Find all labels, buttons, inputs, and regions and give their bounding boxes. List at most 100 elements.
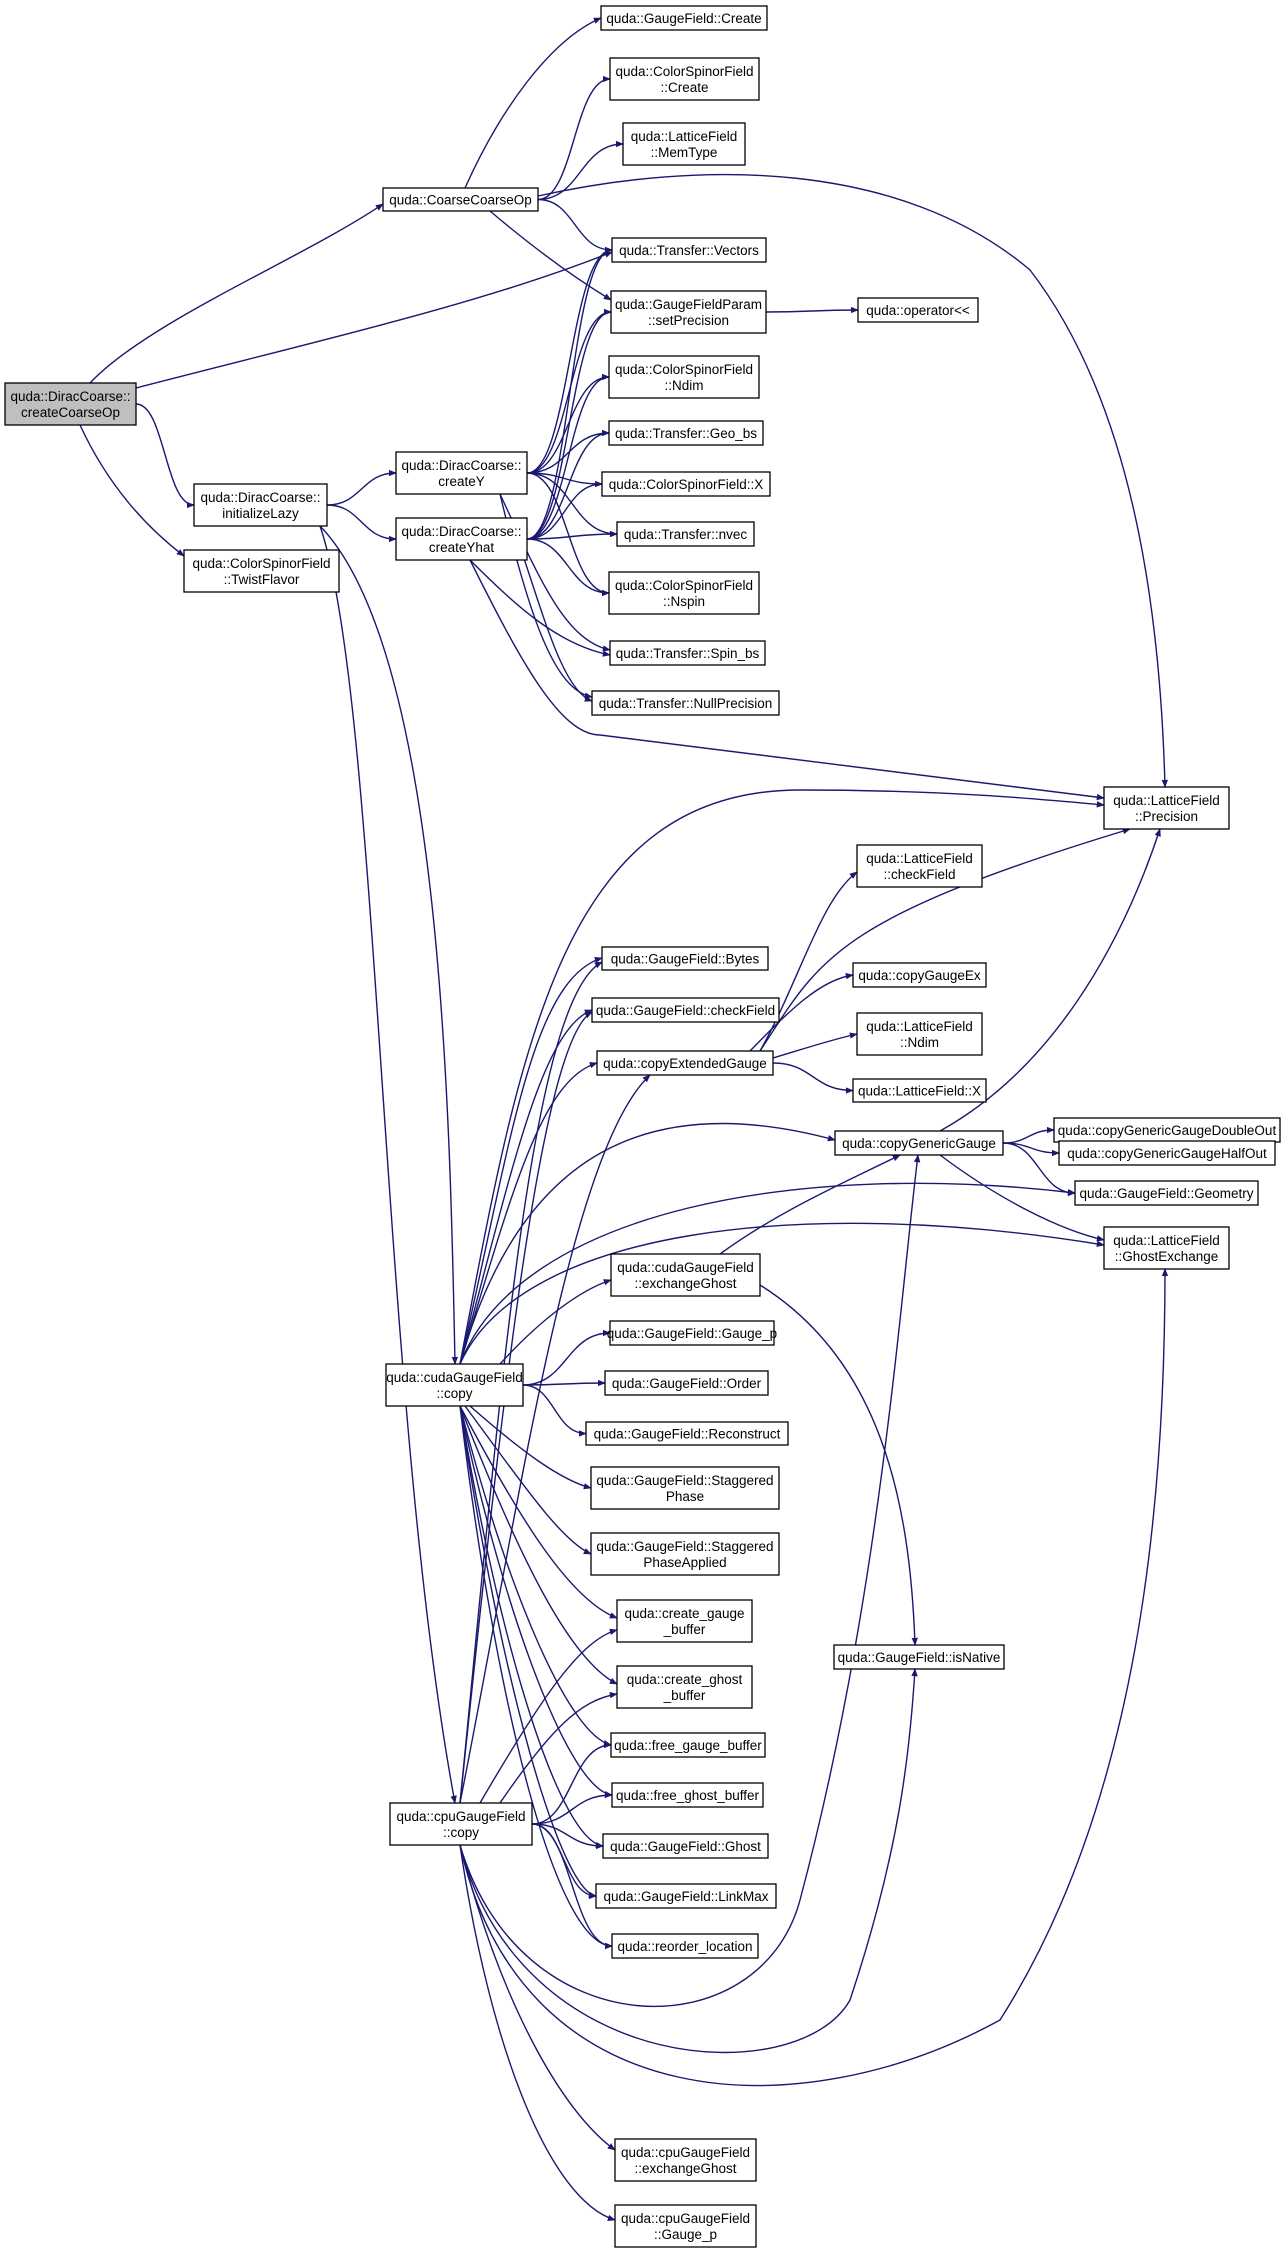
node-cpu-exchange-ghost[interactable]: quda::cpuGaugeField::exchangeGhost <box>614 2138 757 2182</box>
edge-create-yhat-to-spin-bs <box>469 559 611 657</box>
node-set-precision[interactable]: quda::GaugeFieldParam::setPrecision <box>610 290 767 334</box>
node-gf-create[interactable]: quda::GaugeField::Create <box>600 5 768 31</box>
node-label: Phase <box>666 1489 704 1504</box>
edge-create-yhat-to-set-precision <box>526 308 612 540</box>
node-free-gauge-buffer[interactable]: quda::free_gauge_buffer <box>610 1732 766 1758</box>
node-gf-link-max[interactable]: quda::GaugeField::LinkMax <box>595 1883 777 1909</box>
node-gf-check-field[interactable]: quda::GaugeField::checkField <box>591 997 780 1023</box>
edge-create-y-to-csf-x <box>526 472 603 488</box>
node-lf-ghost-exchange[interactable]: quda::LatticeField::GhostExchange <box>1103 1226 1230 1270</box>
node-label: quda::GaugeField::Staggered <box>596 1539 773 1554</box>
node-gf-gauge-p[interactable]: quda::GaugeField::Gauge_p <box>607 1320 777 1346</box>
node-csf-create[interactable]: quda::ColorSpinorField::Create <box>609 57 760 101</box>
node-copy-extended-gauge[interactable]: quda::copyExtendedGauge <box>596 1050 774 1076</box>
node-root[interactable]: quda::DiracCoarse::createCoarseOp <box>4 382 137 426</box>
node-gf-ghost[interactable]: quda::GaugeField::Ghost <box>602 1833 769 1859</box>
node-copy-generic-gauge[interactable]: quda::copyGenericGauge <box>834 1130 1004 1156</box>
node-create-yhat[interactable]: quda::DiracCoarse::createYhat <box>395 517 528 561</box>
edge-cuda-copy-to-free-ghost-buffer <box>459 1405 613 1798</box>
node-lf-check-field[interactable]: quda::LatticeField::checkField <box>856 844 983 888</box>
node-csf-x[interactable]: quda::ColorSpinorField::X <box>601 471 771 497</box>
node-vectors[interactable]: quda::Transfer::Vectors <box>611 237 767 263</box>
edge-create-yhat-to-csf-x <box>526 480 603 540</box>
node-cpu-copy[interactable]: quda::cpuGaugeField::copy <box>389 1802 533 1846</box>
edge-cpu-copy-to-gf-check-field <box>459 1011 593 1804</box>
node-box <box>590 1532 780 1576</box>
node-box <box>609 57 760 101</box>
node-gf-order[interactable]: quda::GaugeField::Order <box>604 1370 769 1396</box>
edge-cpu-copy-to-copy-generic-gauge <box>459 1154 921 2007</box>
edge-cuda-copy-to-gf-staggered-phase <box>469 1405 592 1490</box>
node-lf-ndim[interactable]: quda::LatticeField::Ndim <box>856 1012 983 1056</box>
edge-cuda-copy-to-create-ghost-buffer <box>459 1405 618 1685</box>
node-box <box>616 1599 753 1643</box>
node-box <box>609 640 766 666</box>
node-box <box>608 355 760 399</box>
edge-cuda-copy-to-create-gauge-buffer <box>459 1405 618 1619</box>
node-create-y[interactable]: quda::DiracCoarse::createY <box>395 451 528 495</box>
node-label: ::setPrecision <box>648 313 729 328</box>
node-box <box>856 844 983 888</box>
edge-cuda-exchange-ghost-to-copy-generic-gauge <box>719 1154 901 1255</box>
node-gf-geometry[interactable]: quda::GaugeField::Geometry <box>1074 1180 1259 1206</box>
node-copy-ggdouble-out[interactable]: quda::copyGenericGaugeDoubleOut <box>1053 1117 1281 1143</box>
node-box <box>385 1363 524 1407</box>
node-label: quda::GaugeField::Reconstruct <box>594 1427 781 1442</box>
edge-cuda-copy-to-gf-check-field <box>459 1009 593 1365</box>
node-copy-gghalf-out[interactable]: quda::copyGenericGaugeHalfOut <box>1058 1140 1276 1166</box>
edge-initialize-lazy-to-create-y <box>326 469 397 506</box>
node-label: quda::cpuGaugeField <box>621 2145 750 2160</box>
node-lf-precision[interactable]: quda::LatticeField::Precision <box>1103 786 1230 830</box>
node-nvec[interactable]: quda::Transfer::nvec <box>616 521 755 547</box>
edge-copy-extended-gauge-to-lf-ndim <box>772 1032 858 1059</box>
node-geo-bs[interactable]: quda::Transfer::Geo_bs <box>608 420 764 446</box>
edge-root-to-coarse-coarse-op <box>89 203 384 384</box>
node-label: ::TwistFlavor <box>224 572 300 587</box>
node-csf-ndim[interactable]: quda::ColorSpinorField::Ndim <box>608 355 760 399</box>
edge-coarse-coarse-op-to-lf-precision <box>537 173 1169 788</box>
node-create-gauge-buffer[interactable]: quda::create_gauge_buffer <box>616 1599 753 1643</box>
node-box <box>183 549 340 593</box>
node-cuda-exchange-ghost[interactable]: quda::cudaGaugeField::exchangeGhost <box>610 1253 761 1297</box>
node-cpu-gauge-p[interactable]: quda::cpuGaugeField::Gauge_p <box>614 2204 757 2248</box>
node-free-ghost-buffer[interactable]: quda::free_ghost_buffer <box>611 1782 764 1808</box>
node-box <box>852 962 987 988</box>
node-reorder-location[interactable]: quda::reorder_location <box>611 1933 759 1959</box>
node-box <box>601 946 769 971</box>
node-twist-flavor[interactable]: quda::ColorSpinorField::TwistFlavor <box>183 549 340 593</box>
node-initialize-lazy[interactable]: quda::DiracCoarse::initializeLazy <box>193 483 328 527</box>
edge-cuda-copy-to-gf-reconstruct <box>522 1384 587 1437</box>
node-spin-bs[interactable]: quda::Transfer::Spin_bs <box>609 640 766 666</box>
edge-cuda-copy-to-reorder-location <box>459 1405 613 1950</box>
node-csf-nspin[interactable]: quda::ColorSpinorField::Nspin <box>608 571 760 615</box>
node-create-ghost-buffer[interactable]: quda::create_ghost_buffer <box>616 1665 753 1709</box>
node-gf-bytes[interactable]: quda::GaugeField::Bytes <box>601 946 769 971</box>
edge-cpu-copy-to-lf-ghost-exchange <box>459 1268 1169 2087</box>
node-label: quda::copyGenericGauge <box>842 1136 996 1151</box>
edge-cpu-copy-to-gf-ghost <box>531 1823 604 1850</box>
node-label: quda::copyGenericGaugeHalfOut <box>1067 1146 1267 1161</box>
node-coarse-coarse-op[interactable]: quda::CoarseCoarseOp <box>382 187 539 212</box>
node-null-precision[interactable]: quda::Transfer::NullPrecision <box>591 690 780 716</box>
node-label: quda::ColorSpinorField::X <box>609 477 764 492</box>
node-operator-ll[interactable]: quda::operator<< <box>857 297 979 323</box>
node-lf-x[interactable]: quda::LatticeField::X <box>852 1078 987 1103</box>
edge-create-yhat-to-lf-precision <box>469 559 1105 801</box>
edge-copy-generic-gauge-to-lf-ghost-exchange <box>939 1154 1105 1242</box>
node-copy-gauge-ex[interactable]: quda::copyGaugeEx <box>852 962 987 988</box>
node-label: _buffer <box>663 1622 706 1637</box>
node-gf-reconstruct[interactable]: quda::GaugeField::Reconstruct <box>585 1421 789 1446</box>
node-label: quda::Transfer::nvec <box>624 527 748 542</box>
node-gf-is-native[interactable]: quda::GaugeField::isNative <box>833 1644 1005 1670</box>
edge-cpu-copy-to-cpu-gauge-p <box>459 1844 616 2221</box>
node-label: ::Gauge_p <box>654 2227 717 2242</box>
node-label: quda::LatticeField <box>866 851 973 866</box>
node-mem-type[interactable]: quda::LatticeField::MemType <box>622 122 746 166</box>
edge-cuda-copy-to-copy-generic-gauge <box>459 1122 836 1365</box>
edge-cuda-copy-to-gf-geometry <box>459 1182 1076 1365</box>
node-cuda-copy[interactable]: quda::cudaGaugeField::copy <box>385 1363 524 1407</box>
node-label: ::copy <box>436 1386 472 1401</box>
edge-coarse-coarse-op-to-set-precision <box>489 210 612 301</box>
